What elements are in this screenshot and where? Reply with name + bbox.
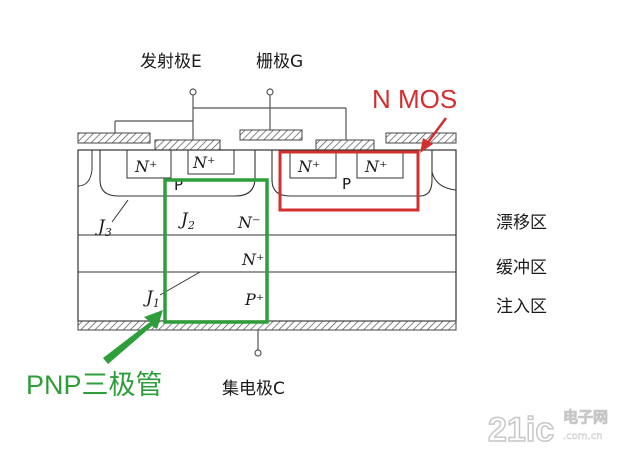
collector-label: 集电极C — [222, 379, 285, 399]
edge-p-well-right — [431, 150, 457, 191]
n-plus-region-3 — [289, 149, 337, 179]
left-emitter-contact — [77, 132, 151, 144]
watermark-brand: 21ic — [488, 411, 554, 449]
nmos-arrow-line — [424, 117, 448, 146]
right-gate-contact — [315, 139, 375, 151]
right-p-well — [271, 150, 433, 197]
p-label-right: P — [342, 175, 351, 193]
p-plus-label: P⁺ — [244, 290, 264, 309]
n-minus-label: N⁻ — [237, 213, 260, 232]
nmos-arrow-head — [420, 138, 433, 153]
emitter-label: 发射极E — [140, 52, 202, 72]
emitter-contact — [154, 139, 221, 151]
injection-zone-label: 注入区 — [496, 297, 547, 317]
edge-p-well-left — [77, 150, 93, 187]
n-plus-label-3: N⁺ — [297, 157, 320, 176]
pnp-highlight-box — [163, 178, 269, 324]
n-plus-label-4: N⁺ — [364, 157, 387, 176]
collector-node — [254, 349, 262, 357]
gate-contact — [239, 129, 303, 141]
watermark-domain: .com.cn — [563, 431, 603, 442]
buffer-zone-label: 缓冲区 — [496, 258, 547, 278]
n-plus-label-1: N⁺ — [134, 157, 157, 176]
n-plus-buffer-label: N⁺ — [241, 250, 264, 269]
nmos-highlight-box — [278, 150, 420, 212]
n-plus-region-2 — [187, 149, 235, 175]
gate-node — [266, 88, 274, 96]
nmos-callout-label: N MOS — [372, 84, 457, 114]
pnp-callout-label: PNP三极管 — [26, 370, 163, 400]
left-p-well — [99, 150, 256, 197]
pnp-arrow — [103, 310, 163, 364]
n-plus-region-4 — [356, 149, 404, 179]
j3-pointer — [111, 199, 129, 223]
p-label-left: P — [174, 176, 183, 194]
j3-label: J3 — [95, 217, 112, 239]
emitter-node — [189, 88, 197, 96]
j2-label: J2 — [178, 210, 195, 232]
j1-label: J1 — [143, 288, 160, 310]
n-plus-region-1 — [126, 149, 172, 179]
n-plus-label-2: N⁺ — [192, 153, 215, 172]
watermark: 21ic 电子网 .com.cn — [487, 408, 608, 450]
gate-label: 栅极G — [256, 52, 303, 72]
watermark-site: 电子网 — [563, 408, 608, 426]
right-emitter-contact — [385, 132, 457, 144]
drift-zone-label: 漂移区 — [496, 213, 547, 233]
